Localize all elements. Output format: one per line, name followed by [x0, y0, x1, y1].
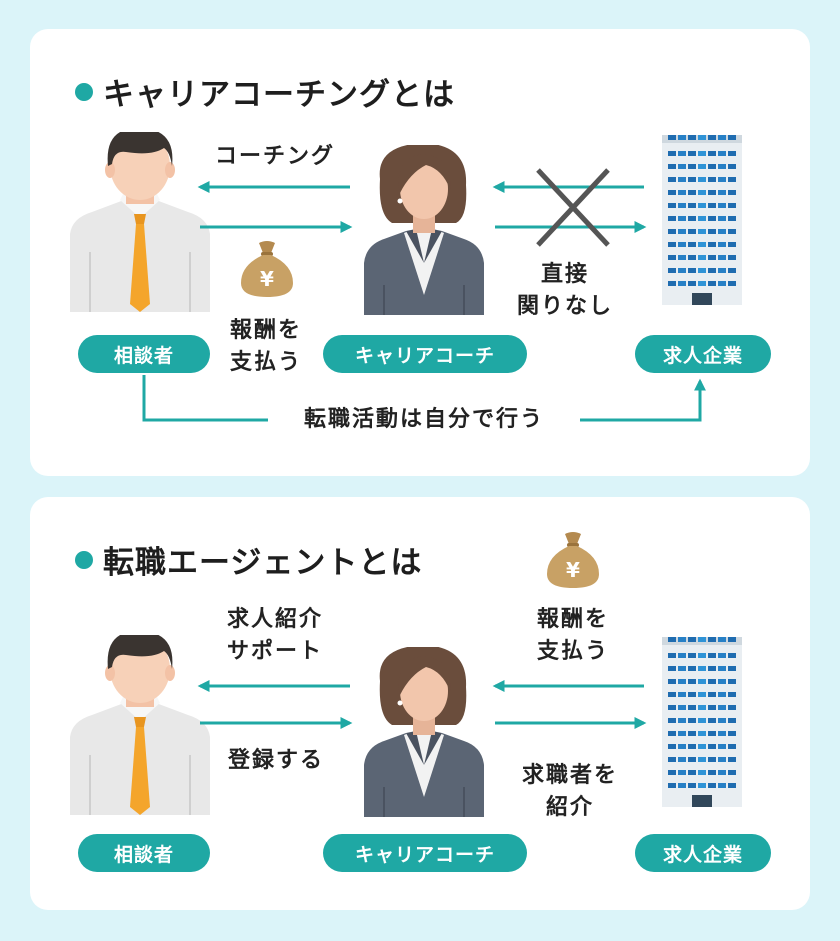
coach-pill: キャリアコーチ [323, 834, 527, 872]
job-hunt-label: 転職活動は自分で行う [303, 407, 544, 432]
job-hunt-connector [142, 375, 268, 422]
register-label: 登録する [227, 748, 324, 773]
agent-arrows [197, 680, 647, 729]
company-pill: 求人企業 [635, 834, 771, 872]
coaching-title: キャリアコーチングとは [103, 77, 455, 113]
client-pill: 相談者 [78, 834, 210, 872]
bullet-dot-icon [75, 82, 93, 101]
no-relation-label: 直接 関りなし [516, 262, 613, 319]
coaching-arrows [142, 168, 706, 422]
agent-panel: 転職エージェントとは 求人紹介 サポート 登録する 報酬を 支払う 求職者を 紹… [30, 497, 810, 910]
client-pill: 相談者 [78, 335, 210, 373]
cross-mark-icon [536, 168, 610, 247]
agent-pay-label: 報酬を 支払う [536, 607, 609, 664]
coach-pill: キャリアコーチ [323, 335, 527, 373]
job-hunt-arrow [580, 378, 706, 422]
agent-title: 転職エージェントとは [103, 545, 423, 581]
coaching-panel: キャリアコーチングとは コーチング 報酬を 支払う 直接 関りなし 相談者 キャ… [30, 29, 810, 476]
introduce-label: 求職者を 紹介 [521, 763, 618, 820]
coaching-heading: キャリアコーチングとは [75, 69, 455, 114]
support-label: 求人紹介 サポート [226, 607, 323, 664]
agent-heading: 転職エージェントとは [75, 537, 422, 582]
pay-label: 報酬を 支払う [229, 318, 302, 375]
bullet-dot-icon [75, 550, 93, 569]
coaching-arrow-label: コーチング [214, 144, 335, 169]
company-pill: 求人企業 [635, 335, 771, 373]
